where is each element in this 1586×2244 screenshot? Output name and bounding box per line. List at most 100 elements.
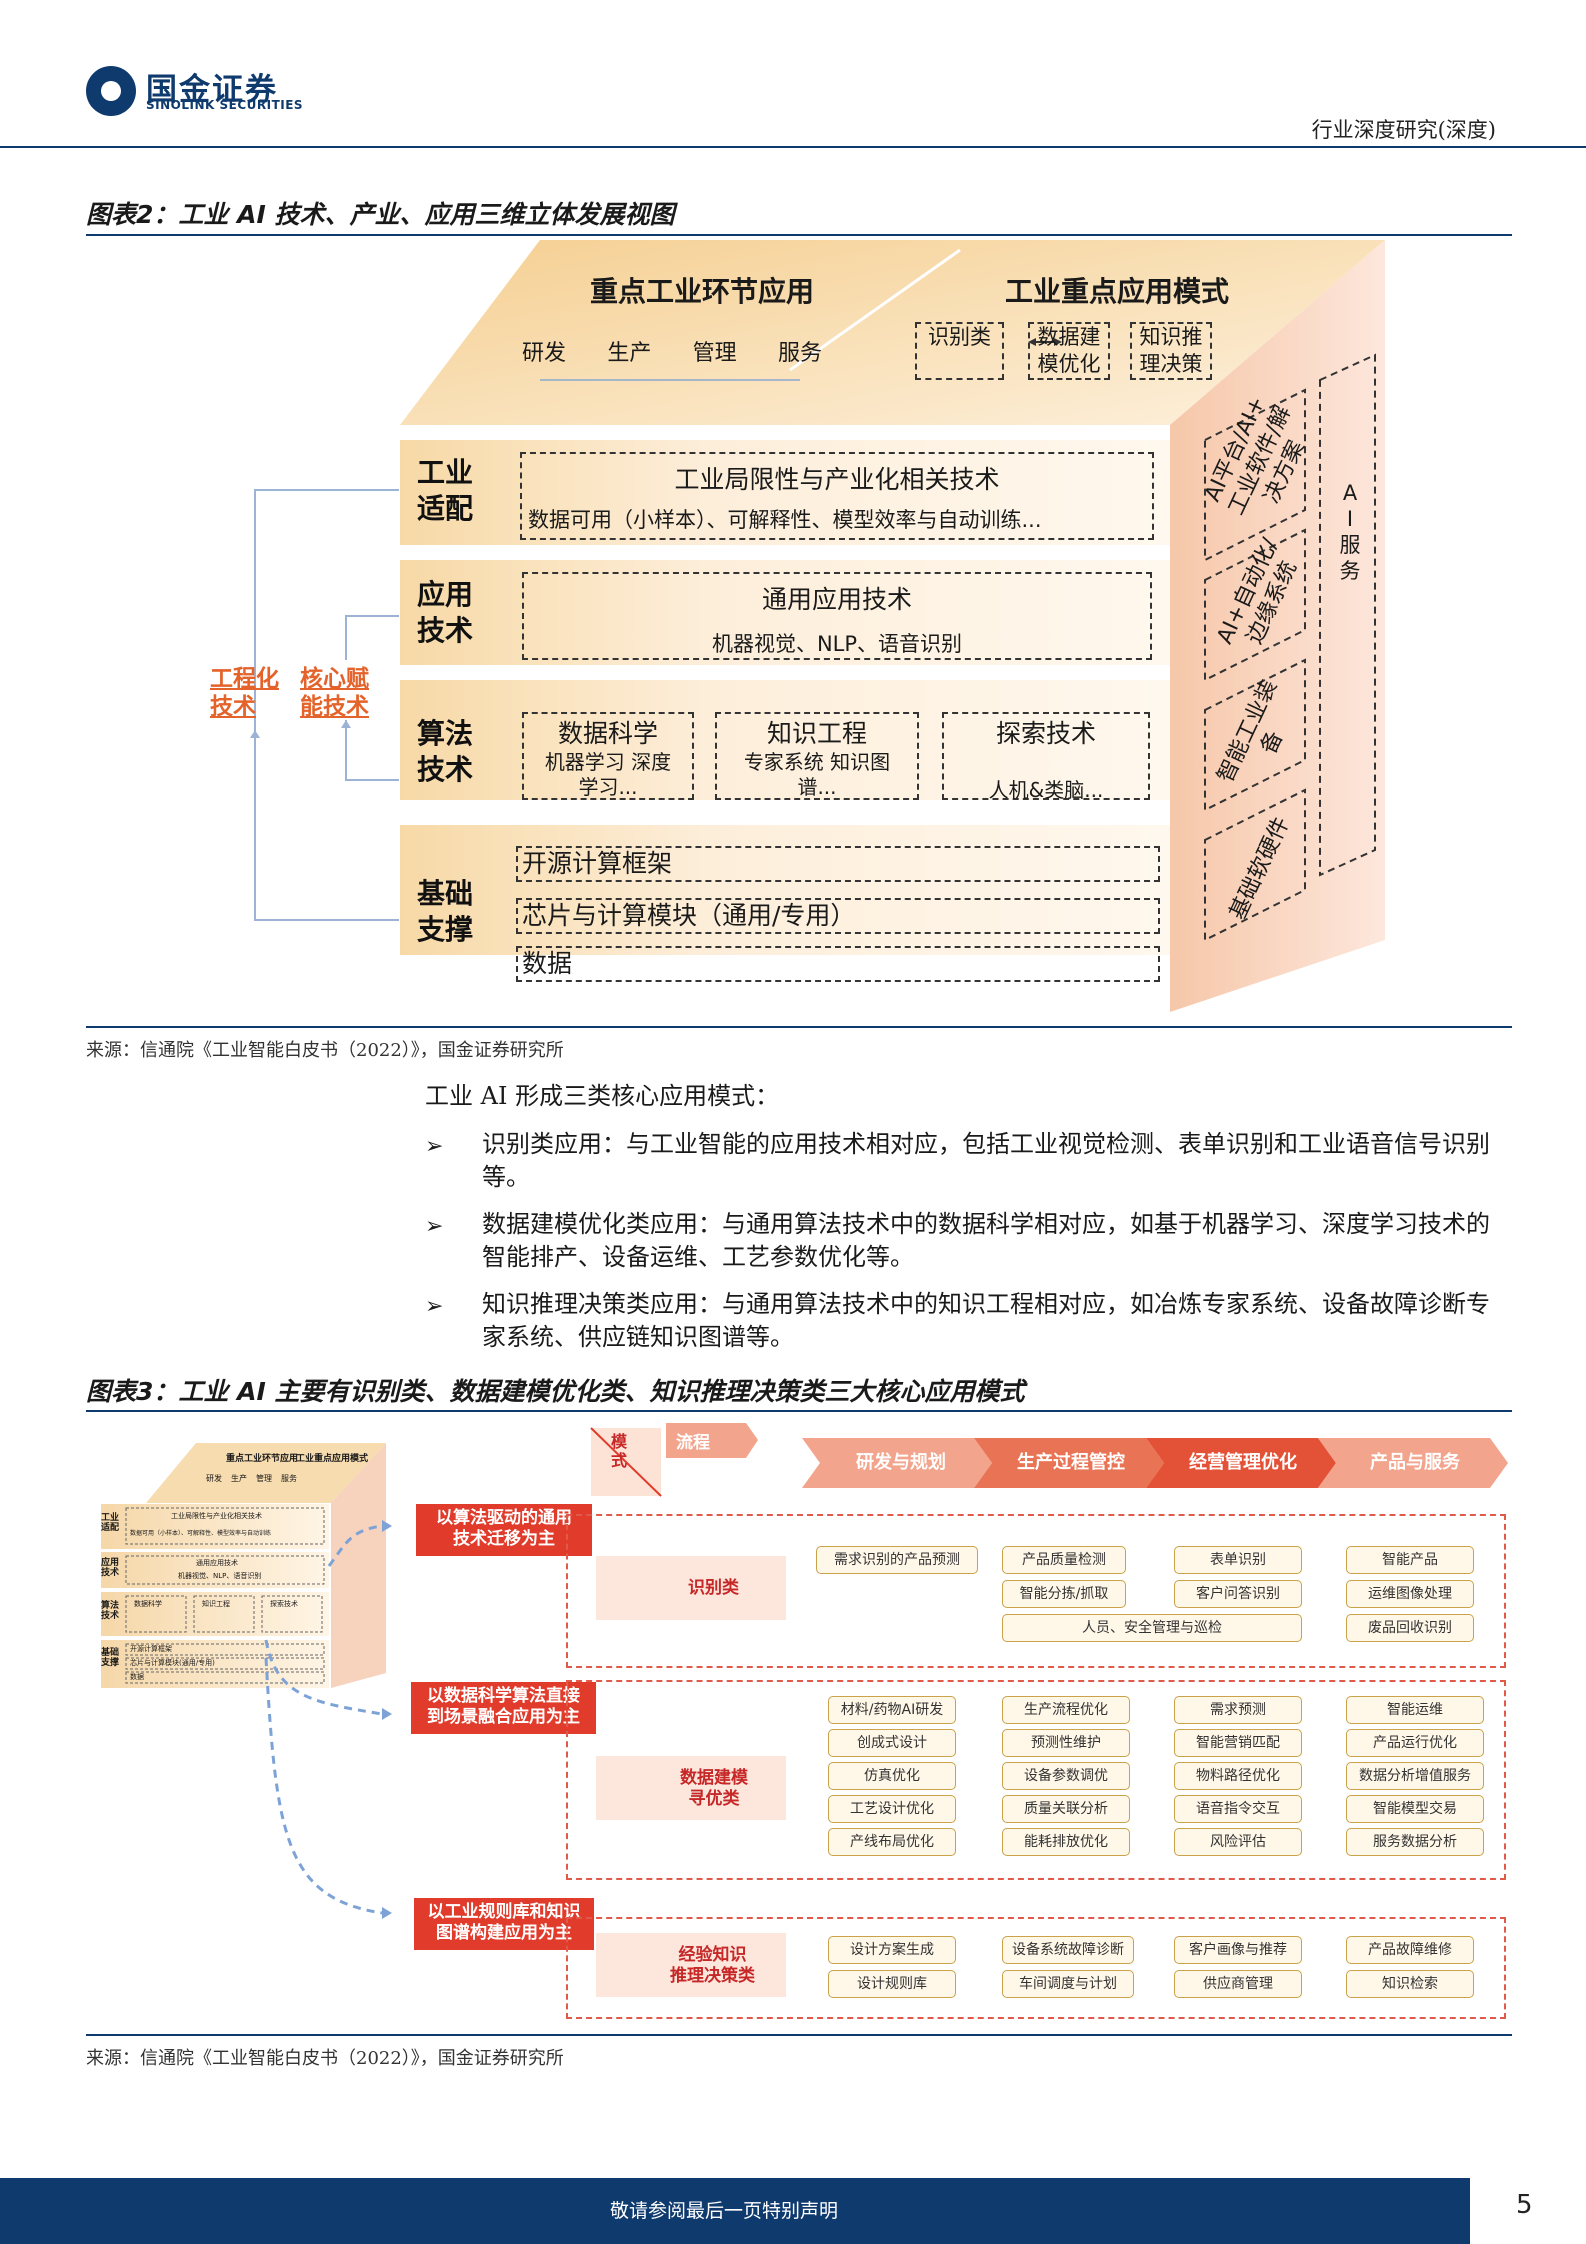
thumb-layer: 工业 适配 <box>101 1513 120 1533</box>
figure-2-diagram: 重点工业环节应用 研发 生产 管理 服务 工业重点应用模式 识别类 数据建 模优… <box>170 240 1420 1020</box>
pill-modeling: 数据分析增值服务 <box>1346 1762 1484 1790</box>
bullet-arrow-icon: ➢ <box>425 1214 444 1239</box>
thumb-row: 数据 <box>130 1673 144 1681</box>
adaptation-box: 工业局限性与产业化相关技术 数据可用（小样本）、可解释性、模型效率与自动训练..… <box>520 452 1154 540</box>
pill-waste-recycling: 废品回收识别 <box>1346 1614 1474 1642</box>
application-box-text: 机器视觉、NLP、语音识别 <box>711 632 963 656</box>
pill-qa-recognition: 客户问答识别 <box>1174 1580 1302 1608</box>
thumb-item: 生产 <box>231 1474 247 1483</box>
thumb-layer: 应用 技术 <box>101 1558 120 1578</box>
cube-right-face <box>1170 240 1385 1012</box>
corner-flow-label: 流程 <box>676 1433 710 1453</box>
layer-foundation <box>400 825 1170 955</box>
page-number: 5 <box>1516 2190 1533 2220</box>
knowledge-eng-text: 专家系统 知识图 谱... <box>743 750 891 799</box>
bullet-modeling: 数据建模优化类应用：与通用算法技术中的数据科学相对应，如基于机器学习、深度学习技… <box>482 1210 1490 1271</box>
body-intro: 工业 AI 形成三类核心应用模式： <box>425 1082 780 1110</box>
pill-safety-inspection: 人员、安全管理与巡检 <box>1002 1614 1302 1642</box>
pill-modeling: 生产流程优化 <box>1002 1696 1130 1724</box>
stage-rnd: 研发与规划 <box>856 1452 946 1473</box>
pill-modeling: 智能营销匹配 <box>1174 1729 1302 1757</box>
brand-name: 国金证券 <box>146 72 278 108</box>
pill-reasoning: 知识检索 <box>1346 1970 1474 1998</box>
driver-data-science: 以数据科学算法直接 到场景融合应用为主 <box>411 1682 596 1734</box>
stage-production: 生产过程管控 <box>1017 1452 1125 1473</box>
top-left-items: 研发 生产 管理 服务 <box>522 335 822 367</box>
corner-mode-label: 模 式 <box>611 1432 628 1470</box>
category-recognition-box <box>596 1556 786 1620</box>
layer-application-label: 应用 技术 <box>416 578 473 647</box>
thumb-row: 数据可用（小样本）、可解释性、模型效率与自动训练 <box>130 1530 272 1537</box>
category-modeling: 数据建模 寻优类 <box>680 1768 748 1809</box>
pill-reasoning: 车间调度与计划 <box>1002 1970 1134 1998</box>
figure-2-source: 来源：信通院《工业智能白皮书（2022）》，国金证券研究所 <box>86 1040 564 1061</box>
figure-2-rule <box>86 234 1512 236</box>
layer-foundation-label: 基础 支撑 <box>416 877 473 946</box>
pill-modeling: 设备参数调优 <box>1002 1762 1130 1790</box>
pill-modeling: 材料/药物AI研发 <box>828 1696 956 1724</box>
engineering-tech-link: 工程化 技术 <box>210 666 279 720</box>
foundation-row-data: 数据 <box>516 946 1160 982</box>
layer-application <box>400 560 1170 665</box>
layer-adaptation <box>400 440 1170 545</box>
logo-icon <box>86 66 136 116</box>
bullet-recognition: 识别类应用：与工业智能的应用技术相对应，包括工业视觉检测、表单识别和工业语音信号… <box>482 1130 1490 1191</box>
thumb-row: 数据科学 <box>134 1600 162 1608</box>
pill-om-image: 运维图像处理 <box>1346 1580 1474 1608</box>
figure-3-diagram: 重点工业环节应用 工业重点应用模式 研发 生产 管理 服务 工业 适配 应用 技… <box>86 1418 1512 2028</box>
pill-modeling: 产线布局优化 <box>828 1828 956 1856</box>
ai-service-label: A I 服 务 <box>1339 481 1361 583</box>
top-right-title: 工业重点应用模式 <box>1005 275 1230 308</box>
category-reasoning: 经验知识 推理决策类 <box>670 1945 755 1986</box>
foundation-row-framework: 开源计算框架 <box>516 846 1160 882</box>
data-science-text: 机器学习 深度 学习... <box>544 750 672 799</box>
driver-algorithm: 以算法驱动的通用 技术迁移为主 <box>416 1504 592 1556</box>
thumb-row: 芯片与计算模块(通用/专用) <box>130 1659 215 1667</box>
thumb-row: 通用应用技术 <box>196 1559 238 1567</box>
item-management: 管理 <box>692 341 737 366</box>
item-production: 生产 <box>607 341 652 366</box>
pill-modeling: 服务数据分析 <box>1346 1828 1484 1856</box>
figure-3-source: 来源：信通院《工业智能白皮书（2022）》，国金证券研究所 <box>86 2048 564 2069</box>
footer-notice: 敬请参阅最后一页特别声明 <box>610 2200 839 2222</box>
thumb-row: 工业局限性与产业化相关技术 <box>171 1512 262 1520</box>
pill-demand-recognition: 需求识别的产品预测 <box>816 1546 978 1574</box>
thumb-top-items: 研发 生产 管理 服务 <box>206 1473 297 1484</box>
pill-modeling: 智能运维 <box>1346 1696 1484 1724</box>
pill-reasoning: 客户画像与推荐 <box>1174 1936 1302 1964</box>
bullet-arrow-icon: ➢ <box>425 1294 444 1319</box>
thumb-layer: 基础 支撑 <box>101 1648 120 1668</box>
mode-reasoning: 知识推 理决策 <box>1130 322 1212 380</box>
thumb-row: 探索技术 <box>270 1600 298 1608</box>
foundation-row-chip: 芯片与计算模块（通用/专用） <box>516 898 1160 934</box>
knowledge-eng-box: 知识工程 专家系统 知识图 谱... <box>715 712 919 800</box>
pill-modeling: 能耗排放优化 <box>1002 1828 1130 1856</box>
pill-reasoning: 产品故障维修 <box>1346 1936 1474 1964</box>
group-reasoning <box>566 1917 1506 2019</box>
layer-adaptation-label: 工业 适配 <box>416 456 473 525</box>
pill-modeling: 物料路径优化 <box>1174 1762 1302 1790</box>
brand-name-en: SINOLINK SECURITIES <box>146 98 304 112</box>
top-left-title: 重点工业环节应用 <box>590 275 815 308</box>
report-type: 行业深度研究(深度) <box>1311 118 1496 142</box>
category-modeling-box <box>596 1756 786 1820</box>
thumb-row: 开源计算框架 <box>130 1645 172 1653</box>
exploration-title: 探索技术 <box>995 719 1096 748</box>
item-service: 服务 <box>777 341 822 366</box>
category-reasoning-box <box>596 1933 786 1997</box>
pill-modeling: 仿真优化 <box>828 1762 956 1790</box>
pill-modeling: 创成式设计 <box>828 1729 956 1757</box>
application-box: 通用应用技术 机器视觉、NLP、语音识别 <box>522 572 1152 660</box>
pill-modeling: 智能模型交易 <box>1346 1795 1484 1823</box>
stage-management: 经营管理优化 <box>1189 1452 1297 1473</box>
pill-form-recognition: 表单识别 <box>1174 1546 1302 1574</box>
figure-3-title: 图表3：工业 AI 主要有识别类、数据建模优化类、知识推理决策类三大核心应用模式 <box>86 1377 1025 1406</box>
thumb-layer: 算法 技术 <box>101 1601 120 1621</box>
mode-recognition: 识别类 <box>915 322 1004 380</box>
exploration-box: 探索技术 人机&类脑... <box>942 712 1150 802</box>
figure-3-rule <box>86 1410 1512 1412</box>
data-science-title: 数据科学 <box>557 719 658 748</box>
header-rule <box>0 146 1586 148</box>
figure-3-shapes <box>101 1423 1508 1980</box>
bullet-reasoning: 知识推理决策类应用：与通用算法技术中的知识工程相对应，如冶炼专家系统、设备故障诊… <box>482 1290 1490 1351</box>
